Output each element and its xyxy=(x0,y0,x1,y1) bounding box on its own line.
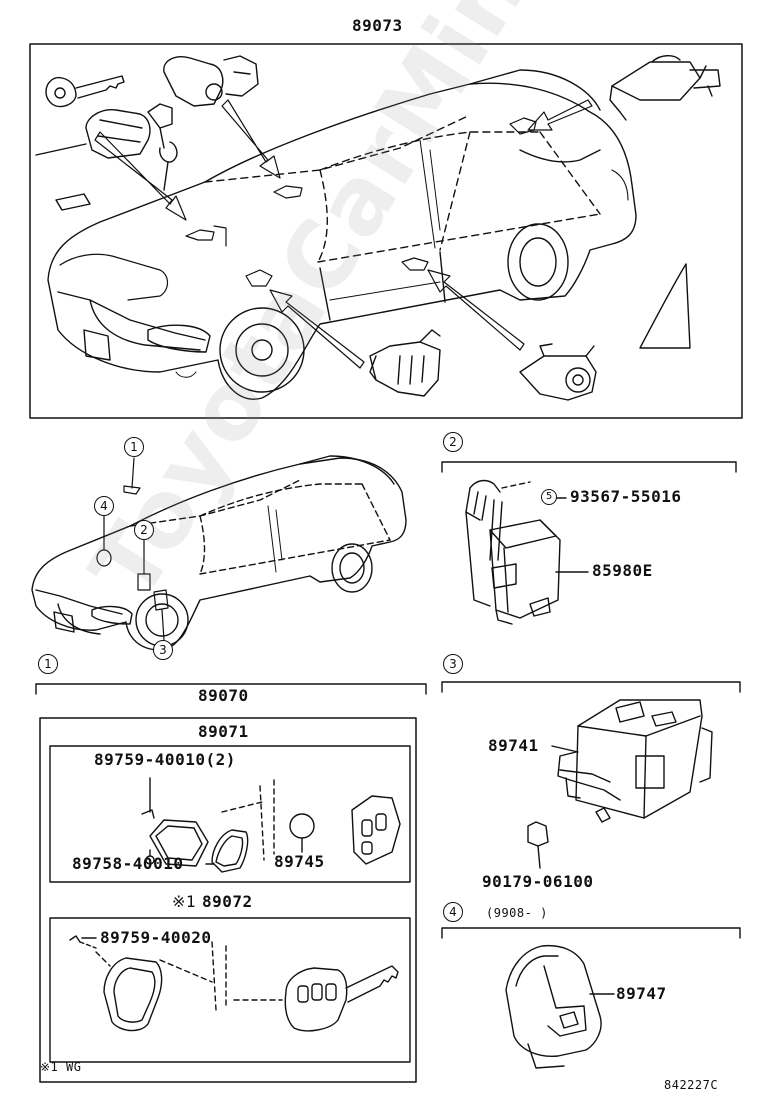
top-door-cylinder-right xyxy=(519,343,597,401)
part-label-89747: 89747 xyxy=(616,984,667,1003)
key-parts-illustration xyxy=(69,935,399,1032)
callout-2: 2 xyxy=(134,520,154,540)
section-3-marker: 3 xyxy=(443,654,463,674)
part-label-89758-40010: 89758-40010 xyxy=(72,854,184,873)
sec1-key-frame xyxy=(49,917,411,1063)
top-trunk-cylinder xyxy=(609,55,721,121)
section-2-marker: 2 xyxy=(443,432,463,452)
callout-3: 3 xyxy=(153,640,173,660)
part-label-89070: 89070 xyxy=(198,686,249,705)
section-1-marker: 1 xyxy=(38,654,58,674)
part-label-89745: 89745 xyxy=(274,852,325,871)
sec2-bracket xyxy=(441,461,737,473)
callout-4: 4 xyxy=(94,496,114,516)
part-label-89072: 89072 xyxy=(202,892,253,911)
top-car-markers xyxy=(185,117,537,287)
part-label-89759-40010: 89759-40010(2) xyxy=(94,750,236,769)
sec1-remote-frame xyxy=(49,745,411,883)
transponder-chip xyxy=(55,193,91,211)
diagram-code: 842227C xyxy=(664,1078,719,1092)
date-range-label: (9908- ) xyxy=(486,906,548,920)
key-prefix-mark: ※1 xyxy=(172,892,197,911)
sec2-module-illustration xyxy=(465,479,561,625)
top-door-cylinder-left xyxy=(35,103,178,191)
sec4-transponder-illustration xyxy=(505,944,602,1069)
part-label-89741: 89741 xyxy=(488,736,539,755)
screw-marker-5: 5 xyxy=(541,489,557,505)
top-ignition-cylinder xyxy=(163,55,259,107)
part-label-89759-40020: 89759-40020 xyxy=(100,928,212,947)
section-4-marker: 4 xyxy=(443,902,463,922)
part-label-89073: 89073 xyxy=(352,16,403,35)
top-car-illustration xyxy=(47,69,637,400)
sec3-clip-illustration xyxy=(527,821,549,869)
part-label-90179-06100: 90179-06100 xyxy=(482,872,594,891)
callout-1: 1 xyxy=(124,437,144,457)
top-frame xyxy=(29,43,743,419)
sec3-ecu-leader xyxy=(551,745,579,753)
sec1-bracket xyxy=(35,683,427,695)
remote-parts-illustration xyxy=(141,779,401,873)
small-car-callouts xyxy=(96,457,169,641)
sec3-bracket xyxy=(441,681,741,693)
window-triangle xyxy=(639,263,691,349)
sec1-outer-frame xyxy=(39,717,417,1083)
footnote: ※1 WG xyxy=(40,1060,82,1074)
part-label-85980E: 85980E xyxy=(592,561,653,580)
top-key-illustration xyxy=(45,75,125,108)
top-arrows xyxy=(94,99,593,369)
sec4-bracket xyxy=(441,927,741,939)
part-label-89071: 89071 xyxy=(198,722,249,741)
small-car-illustration xyxy=(31,455,407,651)
sec3-ecu-illustration xyxy=(557,699,713,823)
part-label-93567-55016: 93567-55016 xyxy=(570,487,682,506)
top-handle-right xyxy=(369,329,441,397)
